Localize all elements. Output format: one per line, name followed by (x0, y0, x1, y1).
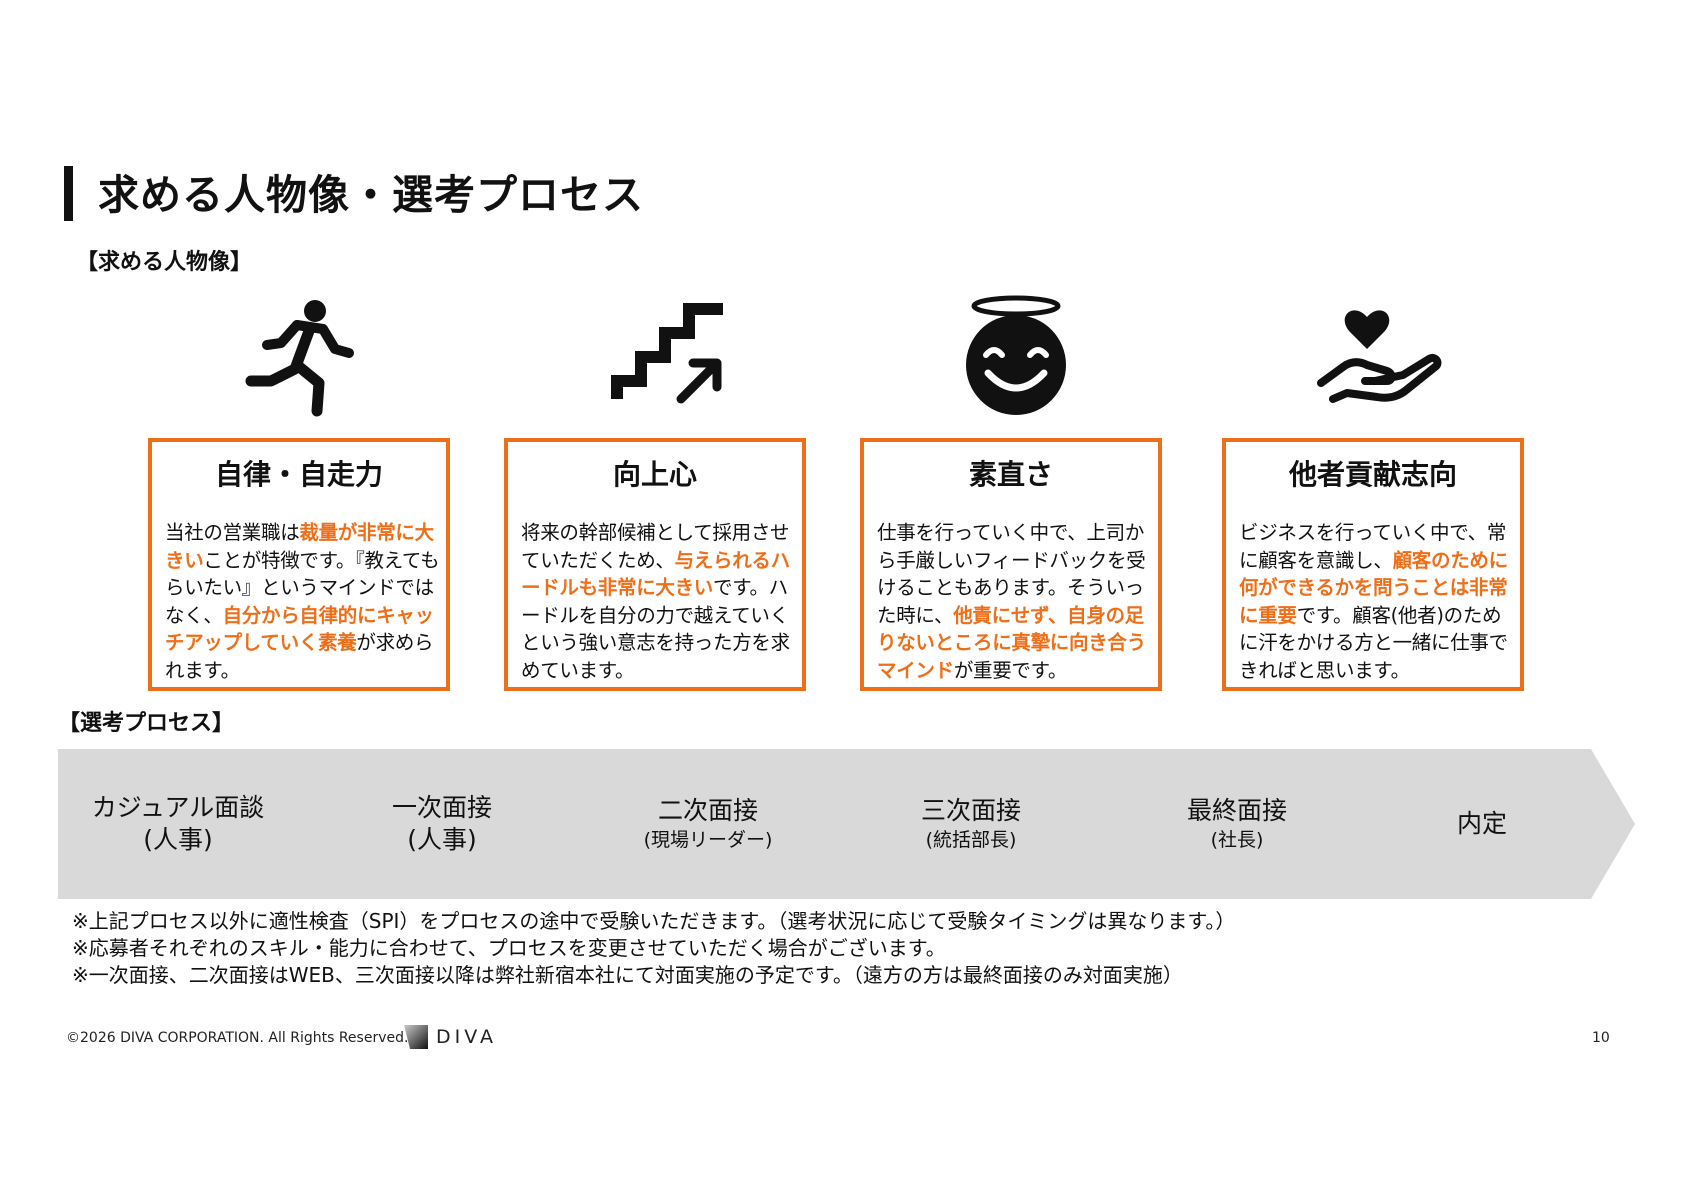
card-text: です。ハードルを自分の力で越えていくという強い意志を持った方を求めています。 (521, 576, 790, 682)
step-sublabel: (現場リーダー) (643, 829, 773, 851)
step-label: 三次面接 (920, 796, 1021, 825)
card-body: 当社の営業職は裁量が非常に大きいことが特徴です。『教えてもらいたい』というマイン… (165, 519, 440, 684)
card-text: 仕事を行っていく中で、上司から手厳しいフィードバックを受けることもあります。そう… (877, 521, 1146, 627)
hand-heart-icon (1317, 293, 1447, 423)
persona-section-label: 【求める人物像】 (76, 250, 253, 275)
persona-card-contribution: 他者貢献志向 ビジネスを行っていく中で、常に顧客を意識し、顧客のために何ができる… (1222, 438, 1524, 691)
page-number: 10 (1592, 1030, 1610, 1046)
step-label: 一次面接 (391, 793, 492, 822)
selection-process-flow: カジュアル面談 (人事) 一次面接 (人事) 二次面接 (現場リーダー) 三次面… (58, 749, 1635, 899)
persona-card-ambition: 向上心 将来の幹部候補として採用させていただくため、与えられるハードルも非常に大… (504, 438, 806, 691)
process-step-third: 三次面接 (統括部長) (843, 749, 1099, 899)
process-note: ※応募者それぞれのスキル・能力に合わせて、プロセスを変更させていただく場合がござ… (72, 936, 946, 960)
smiling-face-halo-icon (952, 293, 1082, 423)
card-text: が求められます。 (165, 631, 434, 682)
card-text: 将来の幹部候補として採用させていただくため、 (521, 521, 790, 572)
persona-card-autonomy: 自律・自走力 当社の営業職は裁量が非常に大きいことが特徴です。『教えてもらいたい… (148, 438, 450, 691)
process-step-final: 最終面接 (社長) (1106, 749, 1368, 899)
process-step-first: 一次面接 (人事) (314, 749, 570, 899)
process-chevron-first (270, 749, 625, 899)
card-text: ことが特徴です。『教えてもらいたい』というマインドではなく、 (165, 548, 440, 627)
step-label: カジュアル面談 (91, 793, 265, 822)
process-chevron-offer (1328, 749, 1635, 899)
process-notes: ※上記プロセス以外に適性検査（SPI）をプロセスの途中で受験いただきます。（選考… (72, 908, 1235, 989)
card-highlight: 裁量が非常に大きい (165, 521, 434, 572)
step-label: 二次面接 (657, 796, 758, 825)
persona-card-honesty: 素直さ 仕事を行っていく中で、上司から手厳しいフィードバックを受けることもありま… (860, 438, 1162, 691)
title-accent-bar (64, 166, 73, 221)
process-section-label: 【選考プロセス】 (58, 711, 235, 736)
diva-logo-icon (404, 1025, 428, 1049)
footer-copyright: ©2026 DIVA CORPORATION. All Rights Reser… (66, 1030, 409, 1046)
card-highlight: 自分から自律的にキャッチアップしていく素養 (165, 603, 434, 655)
step-sublabel: (社長) (1210, 829, 1264, 851)
card-text: が重要です。 (953, 658, 1068, 682)
card-title: 向上心 (612, 458, 697, 491)
running-person-icon (237, 293, 367, 423)
card-highlight: 与えられるハードルも非常に大きい (521, 548, 790, 600)
card-highlight: 他責にせず、自身の足りないところに真摯に向き合うマインド (877, 603, 1146, 682)
process-note: ※一次面接、二次面接はWEB、三次面接以降は弊社新宿本社にて対面実施の予定です。… (72, 963, 1183, 987)
process-chevron-casual (58, 749, 360, 899)
process-note: ※上記プロセス以外に適性検査（SPI）をプロセスの途中で受験いただきます。（選考… (72, 909, 1236, 933)
card-title: 自律・自走力 (214, 458, 383, 491)
card-title: 他者貢献志向 (1288, 458, 1457, 491)
card-title: 素直さ (968, 458, 1053, 491)
footer-logo: DIVA (404, 1024, 497, 1050)
card-text: ビジネスを行っていく中で、常に顧客を意識し、 (1239, 521, 1507, 572)
card-body: 仕事を行っていく中で、上司から手厳しいフィードバックを受けることもあります。そう… (877, 519, 1152, 684)
process-chevrons (58, 749, 1635, 899)
step-label: 最終面接 (1186, 796, 1287, 825)
stairs-up-arrow-icon (601, 293, 731, 423)
card-body: 将来の幹部候補として採用させていただくため、与えられるハードルも非常に大きいです… (521, 519, 796, 684)
process-chevron-second (533, 749, 889, 899)
step-sublabel: (統括部長) (925, 829, 1017, 851)
process-chevron-final (1062, 749, 1419, 899)
step-sublabel: (人事) (143, 825, 213, 854)
step-label: 内定 (1456, 809, 1507, 838)
process-step-offer: 内定 (1372, 749, 1592, 899)
process-step-casual: カジュアル面談 (人事) (58, 749, 298, 899)
card-highlight: 顧客のために何ができるかを問うことは非常に重要 (1239, 548, 1508, 627)
page-title: 求める人物像・選考プロセス (98, 171, 644, 219)
card-body: ビジネスを行っていく中で、常に顧客を意識し、顧客のために何ができるかを問うことは… (1239, 519, 1514, 684)
step-sublabel: (人事) (407, 825, 477, 854)
process-step-second: 二次面接 (現場リーダー) (577, 749, 839, 899)
footer-brand: DIVA (436, 1026, 498, 1048)
process-chevron-third (799, 749, 1152, 899)
card-text: です。顧客(他者)のために汗をかける方と一緒に仕事できればと思います。 (1239, 603, 1508, 682)
card-text: 当社の営業職は (165, 521, 300, 544)
